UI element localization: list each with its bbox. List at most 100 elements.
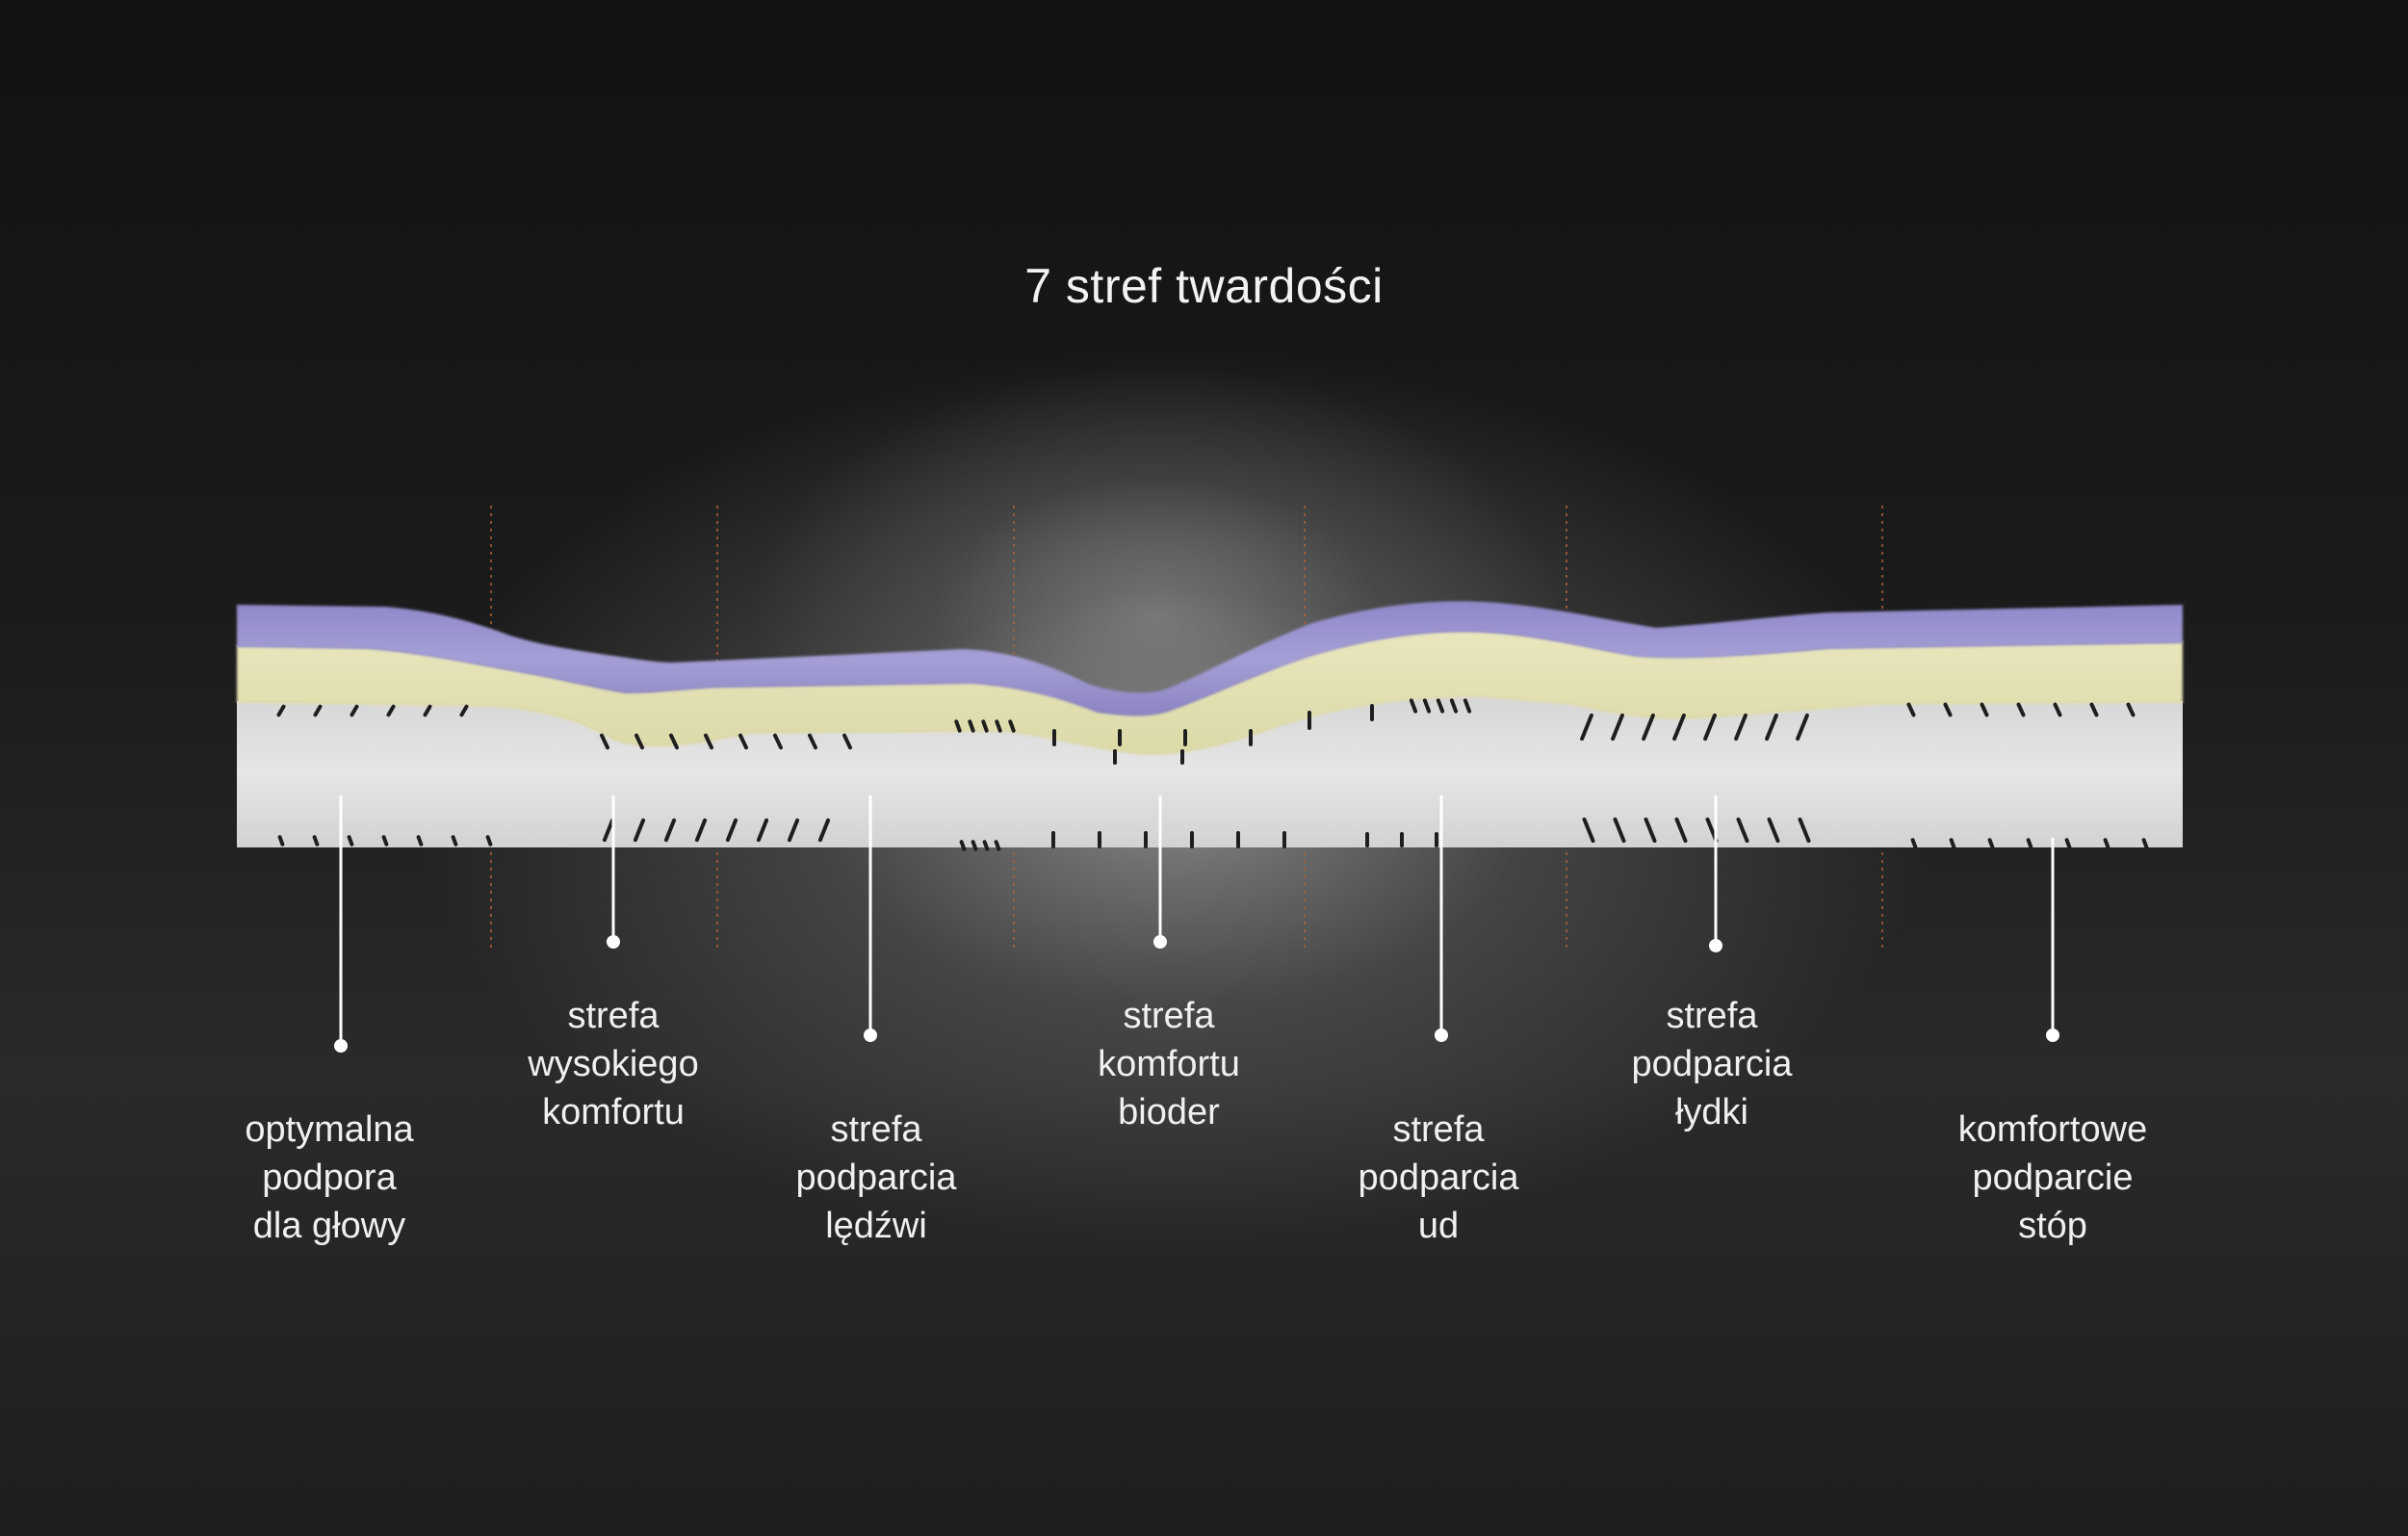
foam-slit [600, 733, 609, 750]
foam-slit [1796, 713, 1809, 742]
foam-slit [1765, 713, 1778, 742]
zone-label-line: podparcia [1358, 1158, 1519, 1198]
foam-slit [787, 818, 800, 843]
zone-label-5: strefa podparcia ud [1280, 1106, 1597, 1250]
zone-label-line: podparcia [795, 1158, 957, 1198]
foam-slit [2089, 702, 2099, 717]
zone-label-line: lędźwi [825, 1206, 927, 1246]
foam-slit [2053, 702, 2062, 717]
foam-slit [1672, 713, 1686, 742]
top-memory-foam-layer [237, 601, 2183, 716]
foam-slit [381, 835, 389, 846]
foam-slit [633, 818, 646, 843]
foam-slit [968, 719, 975, 733]
foam-slit [1644, 817, 1657, 844]
foam-slit [313, 704, 323, 717]
comfort-layer [237, 630, 2183, 755]
foam-slit [1910, 838, 1918, 849]
foam-slit [959, 840, 967, 851]
foam-slit [1463, 698, 1472, 714]
diagram-title: 7 stref twardości [1024, 259, 1384, 313]
foam-slit [416, 835, 424, 846]
zone-label-line: podparcia [1631, 1044, 1793, 1084]
foam-slit [634, 733, 644, 750]
leader-dot-1 [334, 1039, 348, 1053]
foam-slit [2026, 838, 2033, 849]
foam-slit [1906, 702, 1916, 717]
foam-slit [842, 733, 852, 750]
foam-slit [725, 818, 738, 843]
foam-slit [981, 719, 989, 733]
foam-slit [485, 835, 493, 846]
base-foam-layer [237, 695, 2183, 847]
zone-label-2: strefa wysokiego komfortu [454, 992, 772, 1136]
zone-label-line: ud [1417, 1206, 1460, 1246]
foam-slit [971, 840, 978, 851]
foam-slit [817, 818, 831, 843]
zone-label-line: komfortu [1098, 1044, 1240, 1084]
foam-slit [1642, 713, 1655, 742]
zone-label-line: łydki [1674, 1092, 1749, 1132]
foam-slit [808, 733, 817, 750]
foam-slit [1943, 702, 1953, 717]
zone-label-line: podparcie [1972, 1158, 2134, 1198]
zone-label-line: komfortowe [1957, 1109, 2148, 1150]
leader-dot-7 [2046, 1028, 2059, 1042]
zone-label-4: strefa komfortu bioder [1010, 992, 1328, 1136]
zone-label-3: strefa podparcia lędźwi [717, 1106, 1035, 1250]
foam-slit [1580, 713, 1593, 742]
zone-label-line: optymalna [245, 1109, 414, 1150]
zone-label-line: stóp [2018, 1206, 2087, 1246]
foam-slit [276, 704, 286, 717]
leader-dot-2 [607, 935, 620, 949]
leader-dot-5 [1435, 1028, 1448, 1042]
leader-dot-6 [1709, 939, 1722, 952]
foam-slit [1422, 698, 1432, 714]
foam-slit [669, 733, 679, 750]
foam-slit [1736, 817, 1749, 844]
foam-slit [982, 840, 990, 851]
foam-slit [423, 704, 432, 717]
foam-slit [1674, 817, 1688, 844]
foam-slit [1949, 838, 1956, 849]
foam-slit [738, 733, 748, 750]
foam-slit [386, 704, 396, 717]
foam-slit [1449, 698, 1459, 714]
foam-slit [1980, 702, 1989, 717]
foam-slit [1582, 817, 1595, 844]
leader-dot-4 [1153, 935, 1167, 949]
zone-label-6: strefa podparcia łydki [1553, 992, 1871, 1136]
foam-slit [1409, 698, 1418, 714]
foam-slit [347, 835, 354, 846]
foam-slit [1436, 698, 1445, 714]
zone-label-line: strefa [830, 1109, 922, 1150]
foam-slit [663, 818, 677, 843]
foam-slit [602, 818, 615, 843]
zone-label-line: strefa [1666, 996, 1758, 1036]
zone-label-line: komfortu [542, 1092, 685, 1132]
foam-slit [704, 733, 713, 750]
foam-slits [276, 698, 2149, 851]
zone-label-line: strefa [567, 996, 660, 1036]
zone-label-line: strefa [1392, 1109, 1485, 1150]
foam-slit [2064, 838, 2072, 849]
foam-slit [2126, 702, 2136, 717]
foam-slit [1987, 838, 1995, 849]
foam-slit [995, 719, 1002, 733]
foam-slit [1008, 719, 1016, 733]
leader-dot-3 [864, 1028, 877, 1042]
foam-slit [1613, 817, 1626, 844]
zone-label-line: bioder [1118, 1092, 1220, 1132]
foam-slit [1611, 713, 1624, 742]
foam-slit [1798, 817, 1811, 844]
foam-slit [451, 835, 458, 846]
zone-leader-lines [334, 795, 2059, 1053]
zone-label-line: wysokiego [528, 1044, 699, 1084]
foam-slit [994, 840, 1001, 851]
foam-slit [277, 835, 285, 846]
zone-label-line: strefa [1123, 996, 1215, 1036]
zone-label-line: dla głowy [252, 1206, 406, 1246]
